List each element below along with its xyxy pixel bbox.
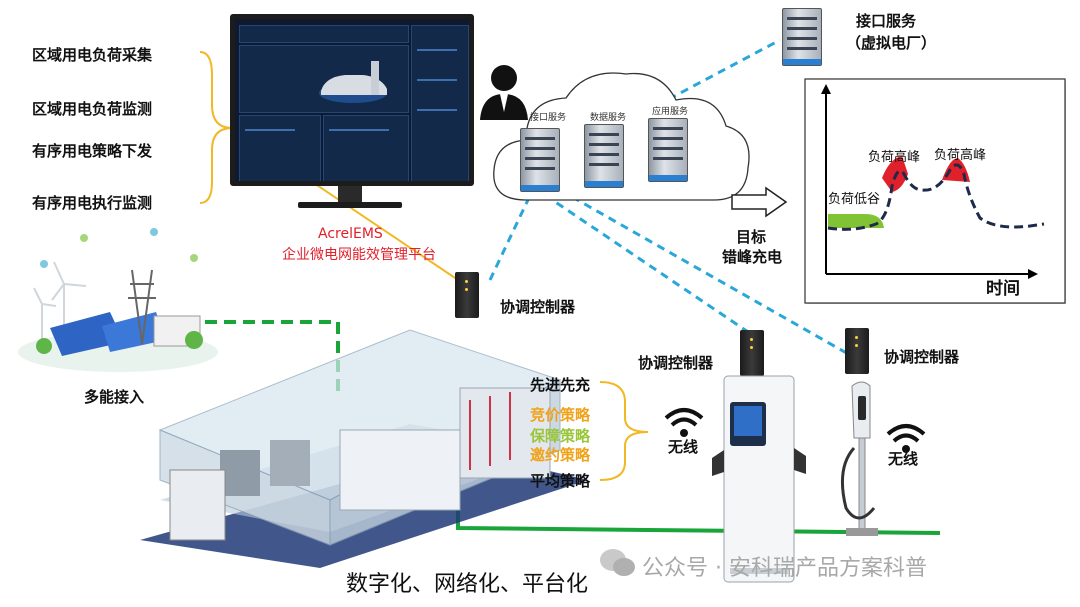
transformer-icon: [220, 450, 260, 496]
coordination-controller-icon: [845, 328, 869, 374]
cloud-service-app: 应用服务: [652, 107, 689, 117]
peak-annotation-1: 负荷高峰: [868, 149, 920, 165]
function-strategy-dispatch: 有序用电策略下发: [32, 142, 153, 160]
coordination-controller-icon: [455, 272, 479, 318]
wind-turbine-icon: [33, 261, 87, 344]
interface-service-label: 接口服务: [856, 12, 917, 30]
strategy-guarantee: 保障策略: [530, 427, 591, 445]
target-label: 目标: [736, 228, 767, 246]
cloud-service-data: 数据服务: [590, 113, 627, 123]
chart-x-label: 时间: [986, 278, 1020, 299]
strategy-average: 平均策略: [530, 472, 591, 490]
strategy-invitation: 邀约策略: [530, 446, 591, 464]
right-arrow-icon: [731, 186, 788, 218]
server-icon: [520, 128, 560, 192]
function-load-collection: 区域用电负荷采集: [32, 46, 153, 64]
transformer-icon: [270, 440, 310, 486]
user-icon: [480, 65, 528, 120]
dc-charging-pile: [712, 375, 806, 583]
peak-annotation-2: 负荷高峰: [934, 147, 986, 163]
bottom-caption: 数字化、网络化、平台化: [346, 572, 589, 597]
power-station-building: [140, 329, 588, 568]
vpp-server-icon: [782, 8, 822, 66]
valley-annotation: 负荷低谷: [828, 192, 880, 207]
platform-subtitle: 企业微电网能效管理平台: [282, 247, 436, 263]
power-tower-icon: [128, 269, 156, 345]
multi-energy-scene: [18, 228, 218, 372]
wireless-label-2: 无线: [888, 450, 919, 468]
peak-shift-label: 错峰充电: [722, 248, 783, 266]
wechat-logo-icon: [600, 549, 635, 576]
controller-label-3: 协调控制器: [884, 348, 960, 366]
charging-gun-icon: [794, 448, 806, 474]
strategy-first-come: 先进先充: [530, 376, 591, 394]
server-icon: [648, 118, 688, 182]
ev-car-icon: [319, 61, 387, 103]
monitor-stand: [298, 186, 402, 208]
solar-panel-icon: [50, 312, 124, 356]
cloud-service-interface: 接口服务: [530, 113, 567, 123]
controller-label-1: 协调控制器: [500, 298, 576, 316]
function-load-monitoring: 区域用电负荷监测: [32, 100, 153, 118]
strategy-bidding: 竞价策略: [530, 406, 591, 424]
vpp-label: （虚拟电厂）: [846, 34, 937, 52]
platform-name: AcrelEMS: [318, 226, 383, 242]
multi-energy-label: 多能接入: [84, 388, 145, 406]
ac-charging-pile: [840, 381, 878, 536]
charging-cable: [840, 446, 876, 520]
function-execution-monitoring: 有序用电执行监测: [32, 194, 153, 212]
server-icon: [584, 124, 624, 188]
ems-monitor-screen: [230, 14, 474, 186]
charging-gun-icon: [712, 450, 724, 476]
controller-label-2: 协调控制器: [638, 354, 714, 372]
wireless-label-1: 无线: [668, 438, 699, 456]
watermark-text: 公众号 · 安科瑞产品方案科普: [642, 556, 927, 581]
wifi-icon: [664, 408, 704, 437]
coordination-controller-icon: [740, 330, 764, 376]
load-curve: [827, 163, 1045, 231]
wifi-icon: [886, 424, 926, 453]
load-chart: 负荷高峰 负荷高峰 负荷低谷 时间: [804, 78, 1066, 304]
